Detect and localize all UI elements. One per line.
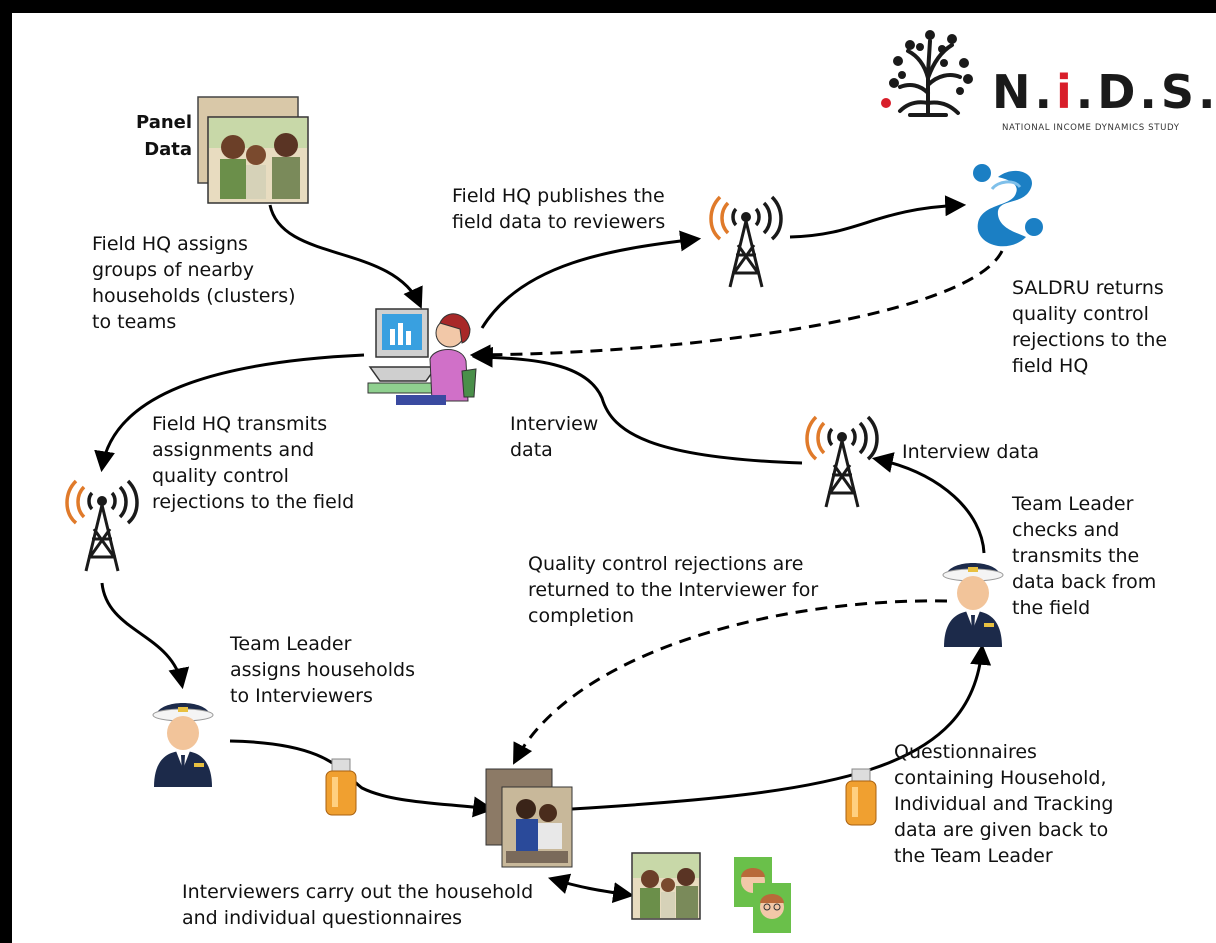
arrow-panel-to-hq [268,204,423,309]
clerk-computer-icon [367,308,477,405]
arrow-saldru-to-hq [469,250,1004,366]
family-photo-icon [197,96,309,204]
interviewer-photo-icon [485,768,573,868]
avatar-cards-icon [734,857,791,933]
arrow-tower-left-to-leader [100,582,190,690]
interview-data-right-label: Interview data [902,441,1040,463]
arrow-tower-right-to-hq [471,346,803,465]
team-leader-icon [942,563,1004,647]
radio-tower-icon [65,479,139,572]
arrow-hq-to-tower-left [94,353,365,473]
usb-drive-icon [845,768,877,826]
arrow-tower-to-saldru [789,195,967,239]
logo-subtitle: NATIONAL INCOME DYNAMICS STUDY [1002,123,1180,133]
arrow-interviewers-to-leader-right [571,643,992,811]
radio-tower-icon [709,195,783,288]
arrow-qc-to-interviewer [513,599,948,765]
logo-title: N.i.D.S. [992,65,1216,119]
arrow-hq-to-tower-top [480,230,702,329]
saldru-logo-icon [973,164,1043,247]
flow-arrows [94,195,1004,904]
usb-drive-icon [325,758,357,816]
tree-logo-icon [881,30,973,117]
arrow-interviewers-photos [547,873,635,904]
family-photo-icon [631,852,701,920]
arrow-leader-right-to-tower [871,452,986,554]
diagram-slide: N.i.D.S. NATIONAL INCOME DYNAMICS STUDY [12,13,1216,943]
arrow-leader-to-interviewers [229,739,495,818]
radio-tower-icon [805,415,879,508]
team-leader-icon [152,703,214,787]
